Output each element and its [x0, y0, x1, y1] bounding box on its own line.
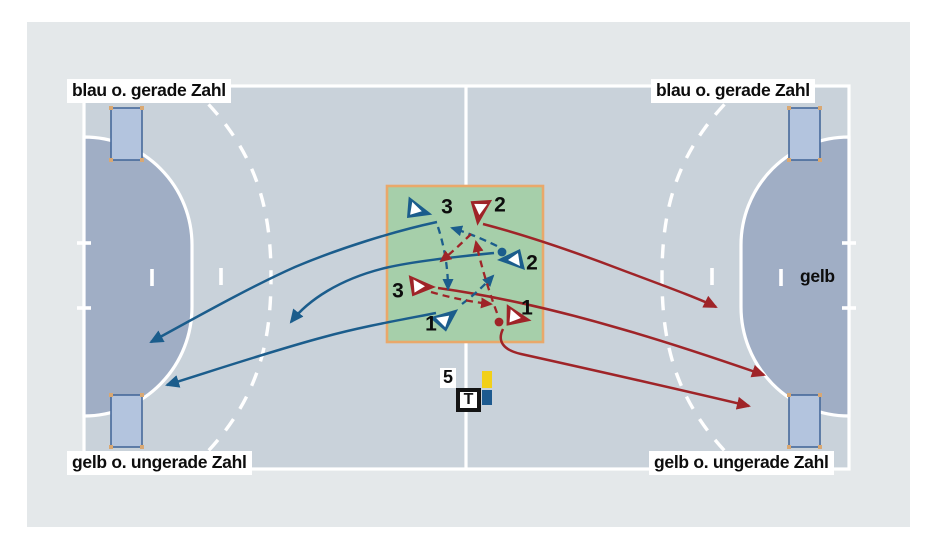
- player-number-red-1: 1: [521, 296, 533, 320]
- goal-post-marks: [77, 241, 856, 310]
- zone-label-bottom-left: gelb o. ungerade Zahl: [67, 451, 252, 475]
- red-run-arrow-3: [499, 328, 751, 410]
- zone-label-top-right: blau o. gerade Zahl: [651, 79, 815, 103]
- zone-label-top-left: blau o. gerade Zahl: [67, 79, 231, 103]
- flag-yellow-icon: [482, 371, 492, 388]
- blue-player-3-icon: [406, 196, 433, 218]
- red-player-3-icon: [408, 275, 436, 297]
- red-player-2-icon: [470, 199, 493, 226]
- red-pass-line-2: [439, 233, 472, 263]
- goal-bottom-left: [109, 393, 144, 449]
- trainer-count: 5: [440, 367, 457, 388]
- blue-ball-icon: [497, 247, 507, 257]
- blue-player-1-icon: [429, 309, 459, 332]
- blue-run-arrow-1: [149, 220, 438, 344]
- red-pass-line-1: [472, 240, 499, 314]
- blue-pass-line-3: [461, 274, 495, 305]
- player-number-blue-3: 3: [441, 195, 453, 219]
- flag-blue-icon: [482, 390, 492, 405]
- zone-label-bottom-right: gelb o. ungerade Zahl: [649, 451, 834, 475]
- right-free-throw-line: [660, 84, 745, 471]
- goal-top-left: [109, 106, 144, 162]
- player-number-red-2: 2: [494, 193, 506, 217]
- blue-run-arrow-2: [289, 251, 495, 324]
- blue-pass-line-2: [436, 226, 454, 291]
- goal-bottom-right: [787, 393, 822, 449]
- red-run-arrow-1: [482, 222, 718, 309]
- player-number-red-3: 3: [392, 279, 404, 303]
- red-ball-icon: [494, 317, 504, 327]
- red-player-1-icon: [506, 304, 532, 326]
- goal-top-right: [787, 106, 822, 162]
- red-pass-line-3: [430, 290, 493, 309]
- blue-player-2-icon: [497, 249, 525, 270]
- blue-run-arrow-3: [165, 311, 437, 388]
- trainer-marker: T: [456, 388, 481, 412]
- penalty-marks: [150, 268, 783, 286]
- player-number-blue-1: 1: [425, 312, 437, 336]
- blue-pass-line-1: [450, 225, 498, 248]
- goal-area-label-gelb: gelb: [800, 266, 835, 286]
- player-number-blue-2: 2: [526, 251, 538, 275]
